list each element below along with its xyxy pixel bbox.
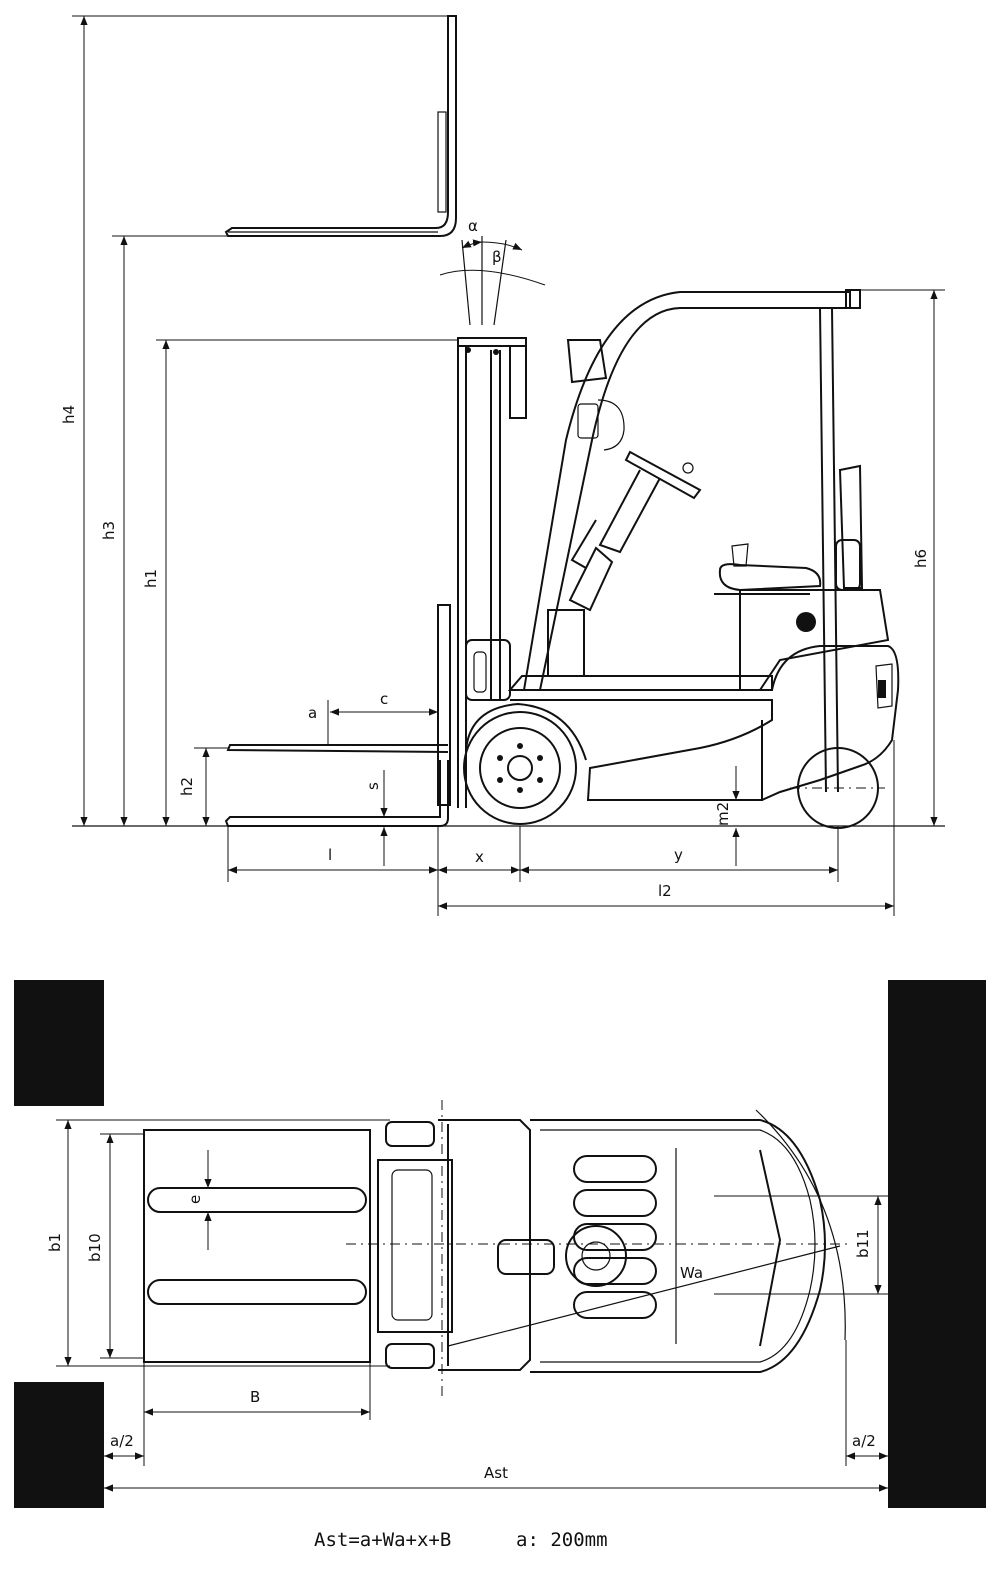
- a-label: a: [308, 704, 317, 722]
- wa-label: Wa: [680, 1264, 703, 1282]
- b1-label: b1: [46, 1233, 64, 1252]
- overhead-guard: [523, 289, 861, 793]
- operator-seat: [714, 464, 864, 595]
- b-label: B: [250, 1388, 260, 1406]
- c-label: c: [380, 690, 388, 708]
- pallet-with-forks: [143, 1129, 371, 1363]
- steering-assembly: [568, 450, 702, 612]
- side-dimensions: [72, 15, 945, 916]
- h4-label: h4: [60, 405, 78, 424]
- m2-label: m2: [714, 802, 732, 826]
- h1-label: h1: [142, 569, 160, 588]
- side-view: h4 h3 h1 h2 h6 α β a c s m2 l x y l2: [60, 15, 945, 916]
- truck-body-top: [377, 1119, 826, 1373]
- raised-fork-carriage: [224, 15, 457, 237]
- mast: [457, 337, 527, 808]
- h6-label: h6: [912, 549, 930, 568]
- x-label: x: [475, 848, 484, 866]
- top-view: b1 b10 b11 e Wa B a/2 a/2 Ast: [14, 980, 986, 1508]
- s-label: s: [364, 782, 382, 790]
- chassis: [507, 589, 900, 801]
- h3-label: h3: [100, 521, 118, 540]
- b11-label: b11: [854, 1229, 872, 1258]
- a-half-left-label: a/2: [110, 1432, 134, 1450]
- top-dimensions: [56, 1119, 890, 1492]
- turning-radius: [447, 1109, 846, 1347]
- b10-label: b10: [86, 1233, 104, 1262]
- l-label: l: [328, 846, 332, 864]
- aisle-wall-right: [888, 980, 986, 1508]
- lowered-forks: [224, 604, 451, 827]
- a-value: a: 200mm: [516, 1529, 608, 1551]
- l2-label: l2: [658, 882, 672, 900]
- e-label: e: [186, 1195, 204, 1204]
- pallet-block-upper-left: [14, 980, 104, 1106]
- front-wheel: [463, 702, 587, 825]
- pallet-block-lower-left: [14, 1382, 104, 1508]
- ast-formula: Ast=a+Wa+x+B: [314, 1529, 451, 1551]
- alpha-label: α: [468, 217, 478, 235]
- beta-label: β: [492, 248, 502, 266]
- a-half-right-label: a/2: [852, 1432, 876, 1450]
- ast-label: Ast: [484, 1464, 508, 1482]
- tilt-angle-indicator: [439, 236, 546, 326]
- y-label: y: [674, 846, 683, 864]
- h2-label: h2: [178, 777, 196, 796]
